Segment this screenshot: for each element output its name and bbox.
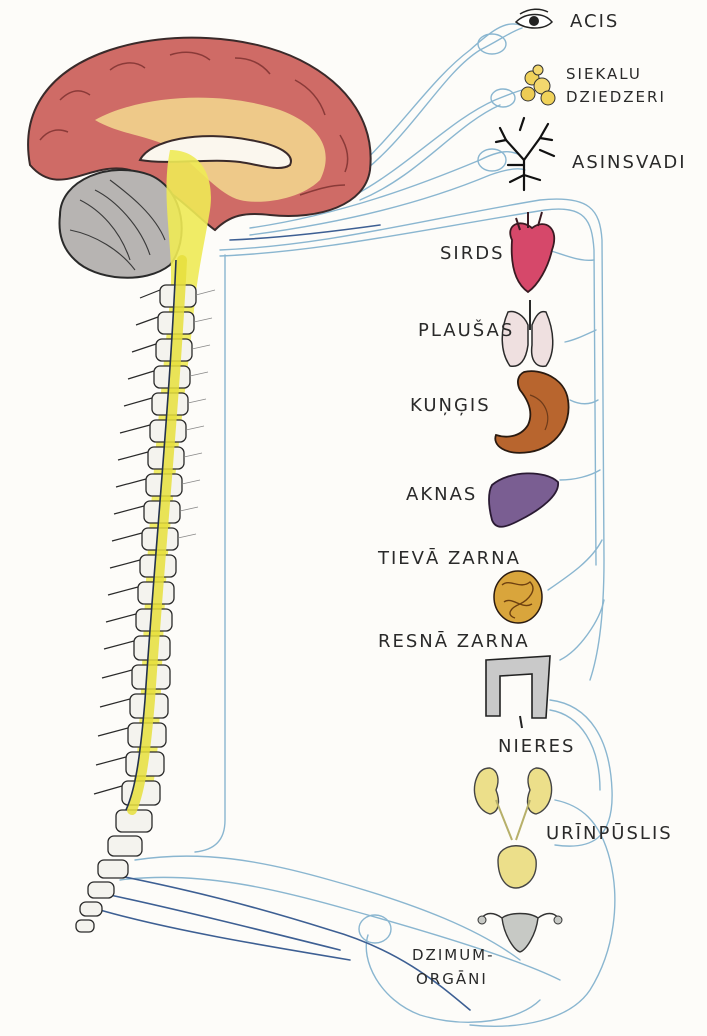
heart-icon bbox=[510, 212, 554, 292]
label-stomach: KUŅĢIS bbox=[410, 397, 491, 416]
stomach-icon bbox=[495, 371, 568, 453]
label-salivary-line2: DZIEDZERI bbox=[566, 90, 666, 106]
label-reproductive-line1: DZIMUM- bbox=[412, 948, 495, 964]
large-intestine-icon bbox=[486, 656, 550, 728]
bladder-icon bbox=[498, 846, 536, 888]
label-kidneys: NIERES bbox=[498, 738, 575, 757]
label-salivary-line1: SIEKALU bbox=[566, 67, 642, 83]
label-liver: AKNAS bbox=[406, 486, 477, 505]
label-eye: ACIS bbox=[570, 13, 619, 32]
kidneys-icon bbox=[474, 768, 551, 840]
small-intestine-icon bbox=[494, 571, 542, 623]
label-large-intestine: RESNĀ ZARNA bbox=[378, 633, 530, 652]
label-vessels: ASINSVADI bbox=[572, 154, 687, 173]
cerebellum bbox=[60, 170, 182, 278]
label-reproductive-line2: ORGĀNI bbox=[416, 972, 488, 988]
label-small-intestine: TIEVĀ ZARNA bbox=[378, 550, 521, 569]
blood-vessels-icon bbox=[496, 118, 554, 190]
label-lungs: PLAUŠAS bbox=[418, 322, 514, 341]
label-bladder: URĪNPŪSLIS bbox=[546, 825, 673, 844]
eye-icon bbox=[516, 9, 552, 28]
salivary-glands-icon bbox=[521, 65, 555, 105]
label-heart: SIRDS bbox=[440, 245, 505, 264]
liver-icon bbox=[489, 473, 558, 526]
